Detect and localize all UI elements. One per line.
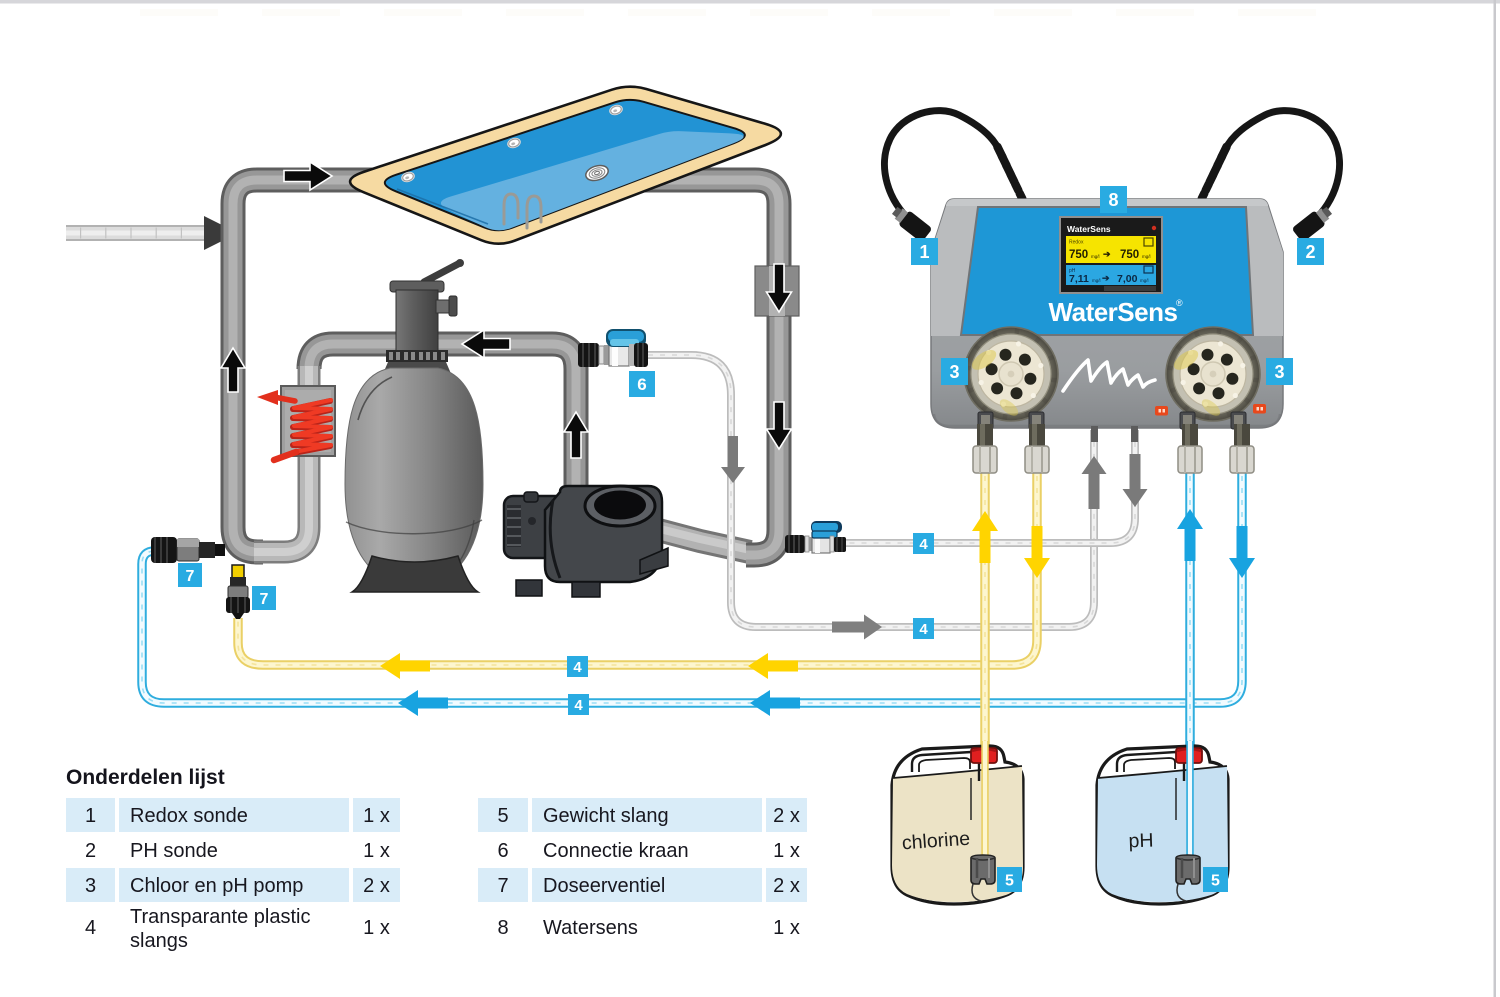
- svg-text:mg/l: mg/l: [1140, 278, 1149, 283]
- svg-text:slangs: slangs: [130, 930, 188, 952]
- svg-text:7: 7: [497, 875, 508, 897]
- svg-text:4: 4: [573, 659, 582, 676]
- svg-text:➔: ➔: [1102, 273, 1110, 283]
- svg-text:1 x: 1 x: [363, 805, 390, 827]
- svg-text:5: 5: [497, 805, 508, 827]
- svg-text:®: ®: [1176, 298, 1183, 308]
- svg-text:7: 7: [186, 568, 195, 585]
- svg-text:3: 3: [949, 362, 959, 382]
- svg-text:1 x: 1 x: [773, 917, 800, 939]
- svg-text:WaterSens: WaterSens: [1067, 224, 1111, 234]
- svg-text:1 x: 1 x: [363, 840, 390, 862]
- svg-text:6: 6: [637, 375, 646, 394]
- svg-text:4: 4: [919, 621, 928, 638]
- svg-text:Redox sonde: Redox sonde: [130, 805, 248, 827]
- svg-text:2 x: 2 x: [773, 805, 800, 827]
- svg-text:7: 7: [260, 591, 269, 608]
- svg-text:2 x: 2 x: [773, 875, 800, 897]
- svg-text:1: 1: [85, 805, 96, 827]
- svg-text:Gewicht slang: Gewicht slang: [543, 805, 669, 827]
- svg-text:5: 5: [1005, 872, 1014, 889]
- svg-text:mg/l: mg/l: [1091, 254, 1100, 259]
- svg-text:750: 750: [1069, 249, 1088, 261]
- svg-text:Chloor en pH pomp: Chloor en pH pomp: [130, 875, 303, 897]
- svg-text:6: 6: [497, 840, 508, 862]
- svg-text:7,11: 7,11: [1069, 273, 1089, 285]
- svg-text:3: 3: [1274, 362, 1284, 382]
- svg-text:Transparante plastic: Transparante plastic: [130, 906, 310, 928]
- svg-text:5: 5: [1211, 872, 1220, 889]
- svg-text:PH sonde: PH sonde: [130, 840, 218, 862]
- svg-text:pH: pH: [1128, 830, 1154, 853]
- svg-text:WaterSens: WaterSens: [1049, 297, 1178, 327]
- svg-text:Connectie kraan: Connectie kraan: [543, 840, 689, 862]
- svg-text:2: 2: [1305, 242, 1315, 262]
- svg-text:Onderdelen lijst: Onderdelen lijst: [66, 766, 225, 789]
- svg-text:750: 750: [1120, 249, 1139, 261]
- svg-text:mg/l: mg/l: [1142, 254, 1151, 259]
- svg-text:2 x: 2 x: [363, 875, 390, 897]
- svg-text:8: 8: [497, 917, 508, 939]
- svg-text:4: 4: [919, 536, 928, 553]
- svg-text:8: 8: [1108, 190, 1118, 210]
- svg-text:1 x: 1 x: [773, 840, 800, 862]
- svg-text:4: 4: [574, 697, 583, 714]
- svg-text:➔: ➔: [1103, 249, 1111, 259]
- svg-text:1 x: 1 x: [363, 917, 390, 939]
- svg-text:Redox: Redox: [1069, 240, 1084, 246]
- svg-text:1: 1: [919, 242, 929, 262]
- svg-text:4: 4: [85, 917, 96, 939]
- svg-text:pH: pH: [1069, 268, 1076, 274]
- svg-text:7,00: 7,00: [1117, 273, 1138, 285]
- svg-text:Doseerventiel: Doseerventiel: [543, 875, 665, 897]
- svg-text:mg/l: mg/l: [1092, 278, 1101, 283]
- svg-text:3: 3: [85, 875, 96, 897]
- svg-text:2: 2: [85, 840, 96, 862]
- svg-text:Watersens: Watersens: [543, 917, 638, 939]
- svg-text:chlorine: chlorine: [901, 828, 971, 855]
